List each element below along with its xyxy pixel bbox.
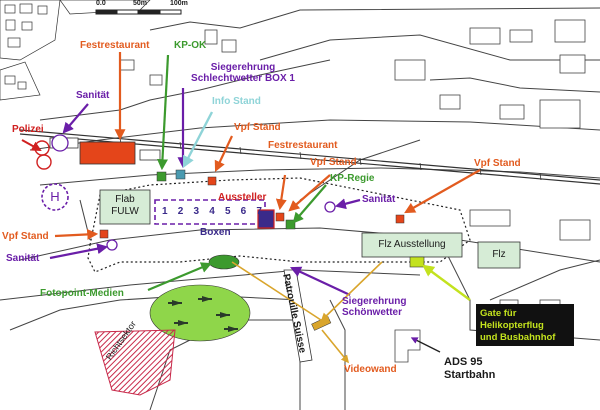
label-festrestaurant-mid: Festrestaurant — [268, 140, 338, 151]
scale-bar — [95, 9, 182, 15]
kp-ok-marker — [156, 171, 167, 182]
label-sanitaet-right: Sanität — [362, 194, 396, 205]
vpf-marker-left — [99, 229, 109, 239]
label-kp-ok: KP-OK — [174, 40, 207, 51]
orange-arrows — [54, 52, 481, 240]
videowand-marker — [311, 316, 332, 331]
box-number-5: 5 — [224, 206, 231, 217]
green-arrows — [147, 54, 327, 292]
label-ads-line1: ADS 95 — [444, 356, 483, 368]
label-flab: Flab — [115, 194, 135, 205]
label-flz-ausstellung: Flz Ausstellung — [378, 239, 446, 250]
label-videowand: Videowand — [344, 364, 397, 375]
label-vpf-stand-mid: Vpf Stand — [310, 157, 357, 168]
buildings — [119, 19, 591, 363]
label-gate: Gate für Helikopterflug und Busbahnhof — [480, 308, 555, 344]
cyan-arrow — [182, 111, 214, 169]
flab-fulw-box — [99, 189, 151, 225]
label-vpf-stand-center: Vpf Stand — [234, 122, 281, 133]
label-siegerehrung-box1-line2: Schlechtwetter BOX 1 — [191, 73, 295, 84]
label-ads: ADS 95 Startbahn — [444, 356, 495, 382]
fotopoint-ellipse — [208, 254, 240, 270]
label-vpf-stand-right: Vpf Stand — [474, 158, 521, 169]
label-kp-regie: KP-Regie — [330, 173, 375, 184]
aircraft-icons — [168, 296, 238, 332]
aussteller-box — [257, 209, 275, 229]
box-number-3: 3 — [193, 206, 200, 217]
label-siegerehrung-schoen: Siegerehrung Schönwetter — [342, 296, 406, 318]
vpf-marker-center — [207, 176, 217, 186]
label-boxen: Boxen — [200, 227, 231, 238]
label-sanitaet-left: Sanität — [6, 253, 40, 264]
railway-ties — [119, 136, 542, 181]
polizei-symbols — [34, 140, 52, 170]
kp-regie-marker — [285, 219, 296, 230]
vpf-marker-right — [395, 214, 405, 224]
richtsektor-area — [94, 329, 176, 396]
purple-arrows — [49, 88, 361, 296]
box-number-2: 2 — [177, 206, 184, 217]
box-number-4: 4 — [209, 206, 215, 217]
label-gate-line2: Helikopterflug — [480, 320, 544, 331]
scale-label-50: 50m — [133, 0, 148, 7]
helipad — [41, 183, 69, 211]
label-fotopoint: Fotopoint-Medien — [40, 288, 124, 299]
scale-label-100: 100m — [170, 0, 188, 7]
flz-box — [477, 241, 521, 269]
label-fulw: FULW — [111, 206, 139, 217]
flz-ausstellung-box — [361, 232, 463, 258]
label-gate-line3: und Busbahnhof — [480, 332, 556, 343]
box-number-1: 1 — [162, 206, 168, 217]
aircraft-display-area — [149, 284, 251, 342]
vpf-marker-mid — [275, 212, 285, 222]
label-info-stand: Info Stand — [212, 96, 261, 107]
label-polizei: Polizei — [12, 124, 44, 135]
red-arrow — [21, 139, 42, 151]
label-flz: Flz — [492, 249, 506, 260]
label-siegerehrung-box1: Siegerehrung Schlechtwetter BOX 1 — [188, 62, 298, 84]
label-festrestaurant-top: Festrestaurant — [80, 40, 150, 51]
label-siegerehrung-schoen-line1: Siegerehrung — [342, 296, 407, 307]
helipad-letter: H — [50, 189, 60, 204]
label-siegerehrung-schoen-line2: Schönwetter — [342, 307, 403, 318]
label-sanitaet-top: Sanität — [76, 90, 110, 101]
ads-pointer — [410, 337, 441, 353]
label-gate-line1: Gate für — [480, 308, 517, 319]
gate-marker — [409, 256, 425, 268]
label-flab-fulw: Flab FULW — [100, 194, 150, 218]
yellow-green-arrow — [422, 264, 471, 301]
label-siegerehrung-box1-line1: Siegerehrung — [210, 62, 276, 73]
gold-lines — [231, 261, 383, 364]
label-patrouille-wrap: Patrouille Suisse — [280, 270, 308, 360]
gate-label-box — [476, 304, 574, 346]
box1-marker — [175, 169, 186, 180]
label-vpf-stand-left: Vpf Stand — [2, 231, 49, 242]
scale-label-0: 0.0 — [96, 0, 106, 7]
festrestaurant-block — [79, 141, 136, 165]
sanitaet-symbols — [51, 134, 336, 251]
label-ads-line2: Startbahn — [444, 369, 496, 381]
box-number-6: 6 — [240, 206, 247, 217]
label-aussteller: Aussteller — [218, 192, 267, 203]
box-numbers: 1 2 3 4 5 6 7 — [162, 206, 262, 217]
box-number-7: 7 — [256, 206, 262, 217]
